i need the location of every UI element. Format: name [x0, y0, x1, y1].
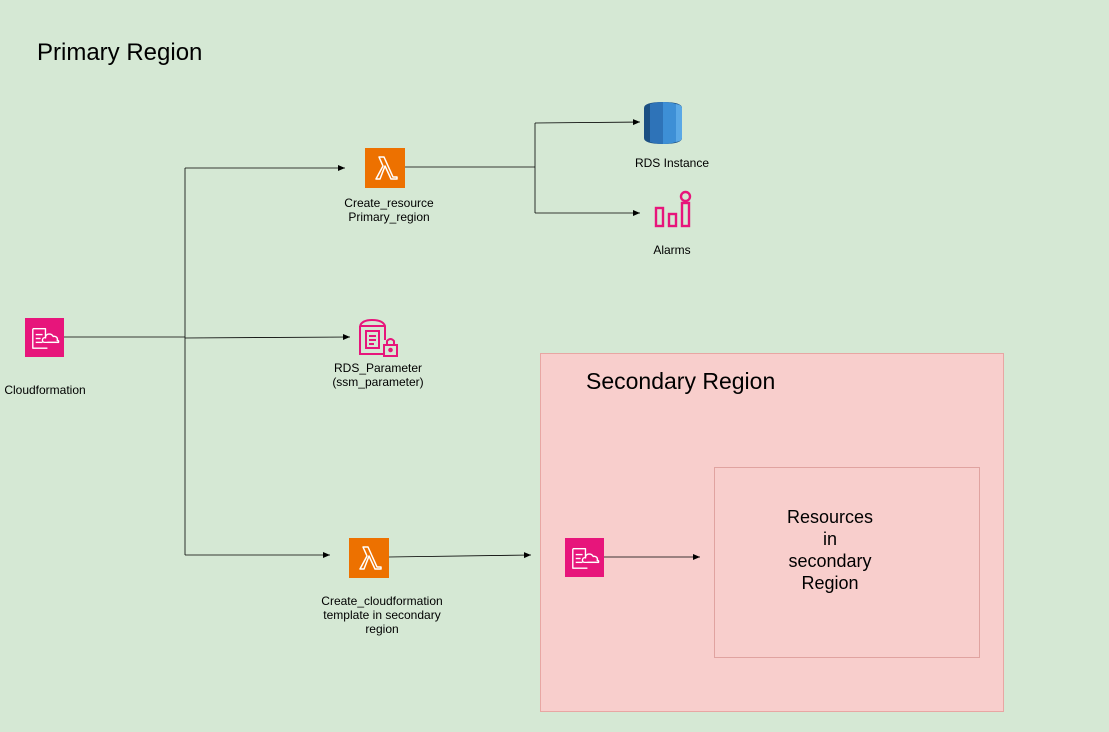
rds-parameter-label: RDS_Parameter (ssm_parameter) — [332, 361, 424, 389]
rds-instance-label: RDS Instance — [634, 156, 710, 170]
create-resource-label: Create_resource Primary_region — [344, 196, 434, 224]
cloudformation-icon[interactable] — [565, 538, 604, 577]
edge-to-rds-parameter — [184, 334, 351, 341]
edge-to-secondary-cfn — [388, 552, 532, 559]
secondary-region-container[interactable] — [540, 353, 1004, 712]
edge-to-rds-instance — [534, 119, 641, 126]
cloudformation-icon[interactable] — [25, 318, 64, 357]
create-cloudformation-label: Create_cloudformation template in second… — [321, 594, 443, 636]
secondary-resources-box[interactable] — [714, 467, 980, 658]
rds-database-icon[interactable] — [644, 102, 682, 144]
ssm-parameter-store-icon[interactable] — [358, 318, 400, 358]
cloudformation-label: Cloudformation — [4, 383, 86, 397]
primary-region-title: Primary Region — [37, 39, 203, 66]
lambda-icon[interactable] — [349, 538, 389, 578]
alarms-label: Alarms — [653, 243, 691, 257]
secondary-region-title: Secondary Region — [586, 368, 776, 394]
secondary-resources-label: Resources in secondary Region — [786, 507, 874, 593]
cloudwatch-alarm-icon[interactable] — [653, 190, 693, 230]
lambda-icon[interactable] — [365, 148, 405, 188]
